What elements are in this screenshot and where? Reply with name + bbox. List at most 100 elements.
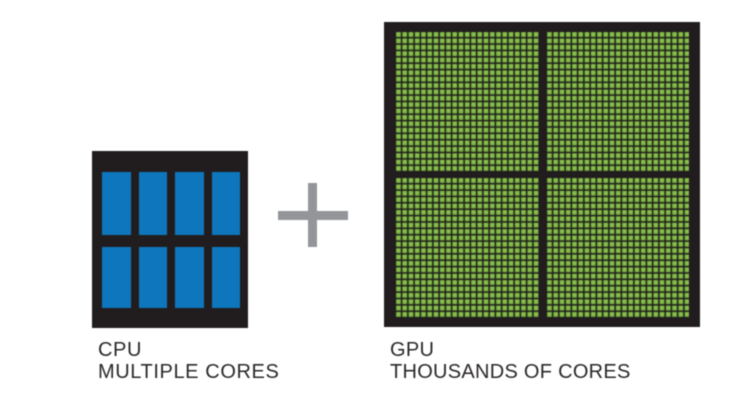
gpu-core-cell (634, 32, 639, 38)
gpu-core-cell (396, 254, 401, 260)
gpu-core-cell (483, 241, 489, 247)
gpu-core-cell (408, 108, 414, 114)
gpu-core-cell (546, 51, 552, 57)
gpu-core-cell (477, 76, 483, 82)
gpu-core-cell (609, 83, 614, 89)
gpu-core-cell (427, 267, 433, 273)
gpu-core-cell (590, 248, 596, 254)
gpu-core-cell (590, 190, 596, 196)
gpu-core-cell (508, 292, 514, 298)
gpu-core-cell (596, 44, 602, 50)
gpu-core-cell (483, 254, 489, 260)
gpu-core-cell (571, 178, 577, 184)
gpu-core-cell (596, 311, 602, 317)
gpu-core-cell (514, 153, 520, 159)
gpu-core-cell (414, 102, 420, 108)
gpu-core-cell (577, 273, 583, 279)
gpu-core-cell (627, 121, 633, 127)
gpu-core-cell (396, 286, 401, 292)
gpu-core-cell (634, 286, 639, 292)
gpu-core-cell (609, 260, 614, 266)
gpu-core-cell (559, 159, 564, 165)
gpu-core-cell (609, 209, 614, 215)
gpu-core-cell (464, 140, 470, 146)
gpu-core-cell (502, 241, 508, 247)
gpu-core-cell (659, 305, 664, 311)
gpu-core-cell (684, 38, 689, 44)
gpu-core-cell (671, 229, 677, 235)
gpu-core-cell (527, 299, 533, 305)
gpu-core-cell (458, 209, 464, 215)
gpu-core-cell (477, 286, 483, 292)
gpu-core-cell (527, 241, 533, 247)
gpu-core-cell (615, 102, 621, 108)
gpu-core-cell (471, 178, 476, 184)
gpu-core-cell (452, 95, 458, 101)
gpu-core-cell (508, 140, 514, 146)
gpu-core-cell (627, 299, 633, 305)
gpu-core-cell (433, 190, 439, 196)
gpu-core-cell (615, 146, 621, 152)
gpu-core-cell (433, 134, 439, 140)
gpu-core-cell (577, 311, 583, 317)
gpu-core-cell (439, 299, 445, 305)
gpu-core-cell (471, 311, 476, 317)
gpu-core-cell (427, 32, 433, 38)
gpu-core-cell (508, 83, 514, 89)
gpu-core-cell (483, 95, 489, 101)
gpu-core-cell (652, 267, 658, 273)
gpu-core-cell (546, 260, 552, 266)
gpu-core-cell (402, 197, 408, 203)
gpu-core-cell (514, 44, 520, 50)
gpu-core-cell (571, 70, 577, 76)
gpu-core-cell (452, 108, 458, 114)
gpu-core-cell (489, 267, 495, 273)
gpu-core-cell (565, 286, 571, 292)
gpu-core-cell (565, 63, 571, 69)
gpu-core-cell (521, 108, 526, 114)
gpu-core-cell (396, 273, 401, 279)
gpu-core-cell (496, 165, 501, 171)
gpu-core-cell (640, 311, 646, 317)
gpu-core-cell (458, 165, 464, 171)
gpu-core-cell (602, 203, 608, 209)
gpu-core-cell (552, 153, 558, 159)
gpu-core-cell (521, 140, 526, 146)
gpu-core-cell (590, 51, 596, 57)
gpu-core-cell (577, 292, 583, 298)
gpu-core-cell (527, 51, 533, 57)
gpu-core-cell (565, 216, 571, 222)
gpu-core-cell (427, 260, 433, 266)
gpu-core-cell (421, 209, 426, 215)
gpu-core-cell (508, 299, 514, 305)
gpu-core-cell (421, 203, 426, 209)
gpu-core-cell (427, 102, 433, 108)
gpu-core-cell (439, 89, 445, 95)
gpu-core-cell (646, 203, 652, 209)
gpu-core-cell (652, 108, 658, 114)
gpu-core-cell (652, 44, 658, 50)
gpu-core-cell (458, 121, 464, 127)
gpu-core-cell (446, 140, 451, 146)
gpu-core-cell (621, 235, 627, 241)
gpu-core-cell (414, 280, 420, 286)
gpu-core-cell (646, 209, 652, 215)
gpu-core-cell (677, 292, 683, 298)
gpu-core-cell (452, 165, 458, 171)
gpu-core-cell (521, 273, 526, 279)
gpu-core-cell (671, 70, 677, 76)
gpu-core-cell (502, 190, 508, 196)
gpu-core-cell (565, 260, 571, 266)
gpu-core-cell (584, 267, 589, 273)
gpu-core-cell (408, 190, 414, 196)
gpu-core-cell (402, 216, 408, 222)
gpu-core-cell (571, 38, 577, 44)
gpu-core-cell (634, 267, 639, 273)
gpu-core-cell (559, 108, 564, 114)
gpu-core-cell (559, 197, 564, 203)
gpu-core-cell (615, 254, 621, 260)
gpu-core-cell (508, 280, 514, 286)
gpu-core-cell (427, 140, 433, 146)
gpu-core-cell (671, 146, 677, 152)
